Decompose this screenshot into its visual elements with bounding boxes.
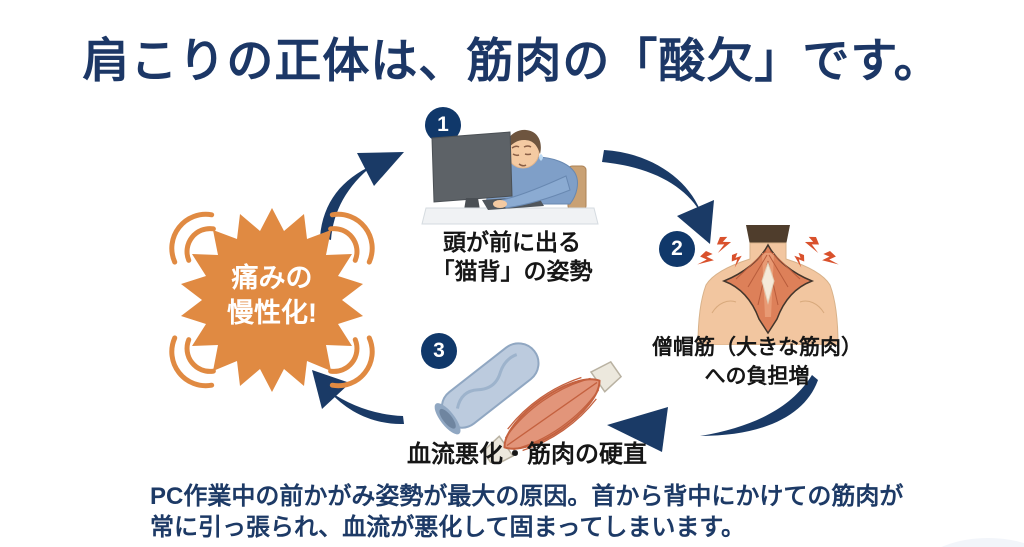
burst-label: 痛みの 慢性化! [182, 261, 362, 331]
step-3-label-line1: 血流悪化・筋肉の硬直 [407, 441, 647, 468]
muscle-striations [735, 250, 801, 306]
step-1-label: 頭が前に出る 「猫背」の姿勢 [397, 228, 627, 286]
worker-arm [501, 175, 571, 209]
step-3-label: 血流悪化・筋肉の硬直 [397, 440, 657, 469]
step-2-label-line1: 僧帽筋（大きな筋肉） [652, 336, 862, 359]
step-1-label-line1: 頭が前に出る [443, 229, 581, 255]
footer-text: PC作業中の前かがみ姿勢が最大の原因。首から背中にかけての筋肉が 常に引っ張られ… [150, 481, 910, 543]
burst-label-line1: 痛みの [231, 263, 313, 293]
step-2-label: 僧帽筋（大きな筋肉） への負担増 [633, 333, 881, 391]
vessel-muscle-illustration [434, 342, 623, 463]
desk [421, 207, 599, 225]
blood-vessel [434, 342, 540, 435]
monitor-stand [464, 198, 480, 210]
monitor [431, 131, 513, 203]
pc-worker-illustration [421, 129, 599, 225]
spine-tendon [761, 261, 775, 305]
footer-line1: PC作業中の前かがみ姿勢が最大の原因。首から背中にかけての筋肉が [150, 483, 904, 510]
step-2-badge: 2 [659, 231, 695, 267]
pain-burst-icon [169, 208, 375, 392]
stiff-muscle [481, 360, 623, 463]
armpit-lines [711, 300, 825, 314]
step-3-badge: 3 [421, 333, 457, 369]
worker-hand [493, 200, 507, 208]
burst-shake-marks [169, 211, 375, 389]
burst-label-line2: 慢性化! [227, 298, 317, 328]
worker-face [511, 145, 532, 167]
corner-arc-decoration [941, 538, 1024, 547]
cycle-arrow-icon [312, 150, 818, 452]
step-1-label-line2: 「猫背」の姿勢 [431, 258, 593, 284]
step-2-label-line2: への負担増 [704, 365, 810, 388]
worker-hair [505, 129, 541, 154]
trapezius-illustration [694, 225, 840, 345]
page-title: 肩こりの正体は、筋肉の「酸欠」です。 [82, 34, 942, 87]
sweat-drop [539, 154, 543, 161]
footer-line2: 常に引っ張られ、血流が悪化して固まってしまいます。 [150, 514, 745, 541]
